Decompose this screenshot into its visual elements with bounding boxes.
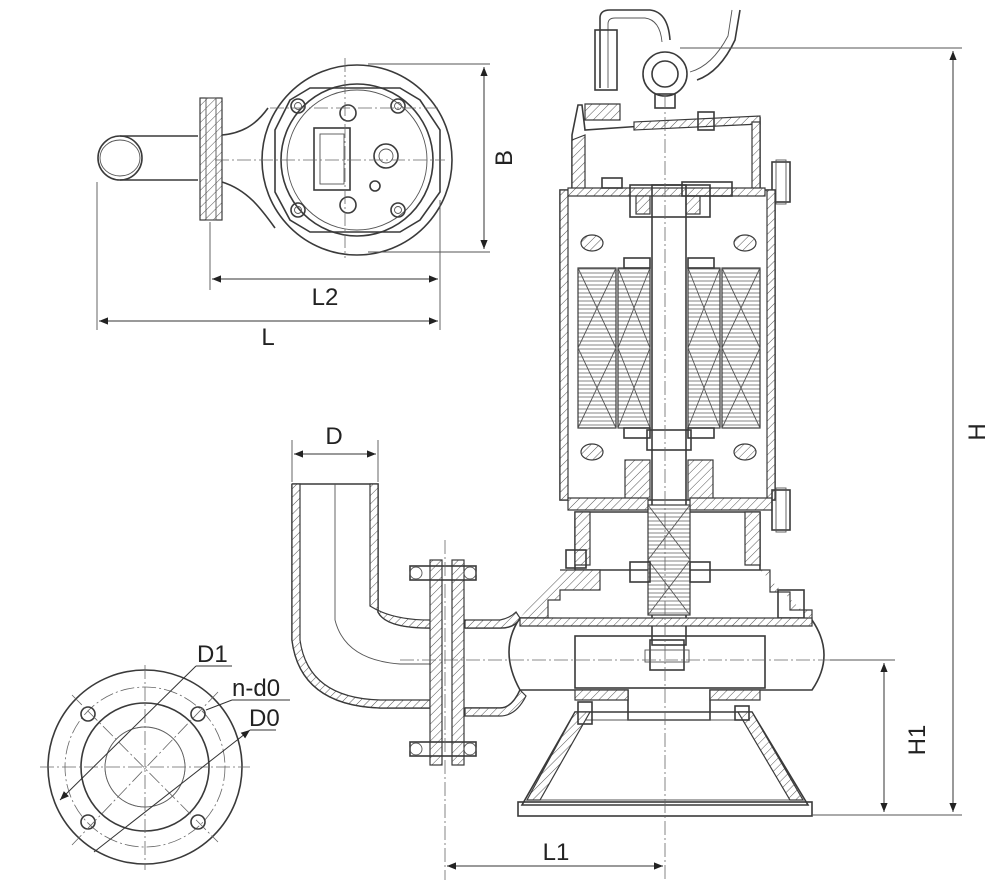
label-l: L — [261, 324, 274, 351]
dimension-l: L — [99, 317, 438, 351]
label-nd0: n-d0 — [232, 675, 280, 702]
top-view — [96, 58, 490, 330]
label-b: B — [491, 150, 518, 166]
label-h1: H1 — [904, 725, 931, 756]
label-d: D — [325, 423, 342, 450]
section-view — [291, 9, 962, 880]
label-h: H — [964, 423, 991, 440]
label-l1: L1 — [543, 839, 570, 866]
dimension-h: H — [949, 51, 991, 812]
label-d0: D0 — [249, 705, 280, 732]
dimension-h1: H1 — [880, 663, 931, 812]
flange-view — [40, 665, 290, 870]
dimension-b: B — [480, 67, 518, 249]
dimension-l1: L1 — [447, 839, 663, 870]
dimension-l2: L2 — [212, 275, 438, 311]
dimension-d: D — [294, 423, 376, 458]
label-d1: D1 — [197, 641, 228, 668]
label-l2: L2 — [312, 284, 339, 311]
